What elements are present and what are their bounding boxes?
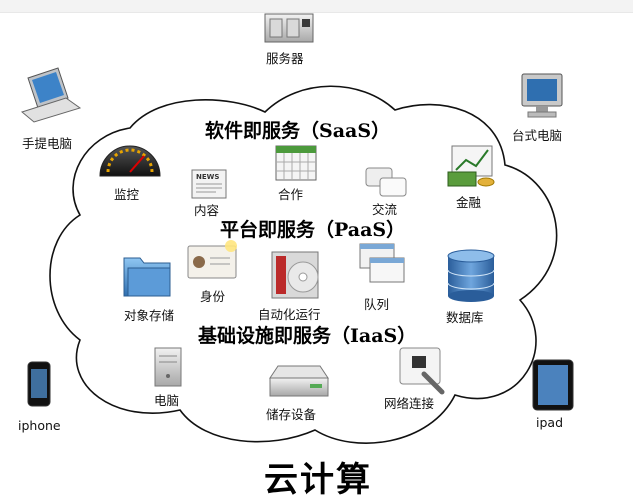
database-icon <box>447 249 495 302</box>
database-label: 数据库 <box>446 310 484 325</box>
laptop-label: 手提电脑 <box>22 136 73 151</box>
id-card-icon <box>187 240 237 279</box>
network-label: 网络连接 <box>384 396 435 411</box>
desktop-icon <box>521 73 563 118</box>
saas-heading: 软件即服务（SaaS） <box>205 120 391 142</box>
news-icon: NEWS <box>191 169 227 199</box>
identity-label: 身份 <box>200 289 226 304</box>
ipad-icon <box>532 359 574 411</box>
paas-heading: 平台即服务（PaaS） <box>220 219 406 241</box>
tower-pc-icon <box>154 347 182 387</box>
news-icon-text: NEWS <box>196 173 219 181</box>
content-label: 内容 <box>194 203 220 218</box>
calendar-icon <box>275 145 317 181</box>
hard-drive-icon <box>269 365 329 397</box>
automation-label: 自动化运行 <box>258 307 321 322</box>
object-storage-label: 对象存储 <box>124 308 175 323</box>
chat-icon <box>365 167 407 197</box>
folder-icon <box>123 257 171 297</box>
desktop-label: 台式电脑 <box>512 128 563 143</box>
top-bar <box>0 0 633 13</box>
server-icon <box>264 13 314 43</box>
collaborate-label: 合作 <box>278 187 304 202</box>
iphone-icon <box>27 361 51 407</box>
iaas-heading: 基础设施即服务（IaaS） <box>198 325 417 347</box>
storage-device-label: 储存设备 <box>266 407 317 422</box>
disc-icon <box>271 251 319 299</box>
money-chart-icon <box>447 145 495 187</box>
computer-label: 电脑 <box>154 393 180 408</box>
iphone-label: iphone <box>18 418 61 433</box>
finance-label: 金融 <box>456 195 482 210</box>
queue-label: 队列 <box>364 297 390 312</box>
diagram-title: 云计算 <box>264 460 372 500</box>
windows-icon <box>359 243 405 283</box>
monitor-label: 监控 <box>114 187 140 202</box>
gauge-icon <box>99 145 161 177</box>
network-plug-icon <box>399 347 445 395</box>
laptop-icon <box>20 67 82 123</box>
server-label: 服务器 <box>266 51 304 66</box>
communicate-label: 交流 <box>372 202 398 217</box>
ipad-label: ipad <box>536 415 564 430</box>
